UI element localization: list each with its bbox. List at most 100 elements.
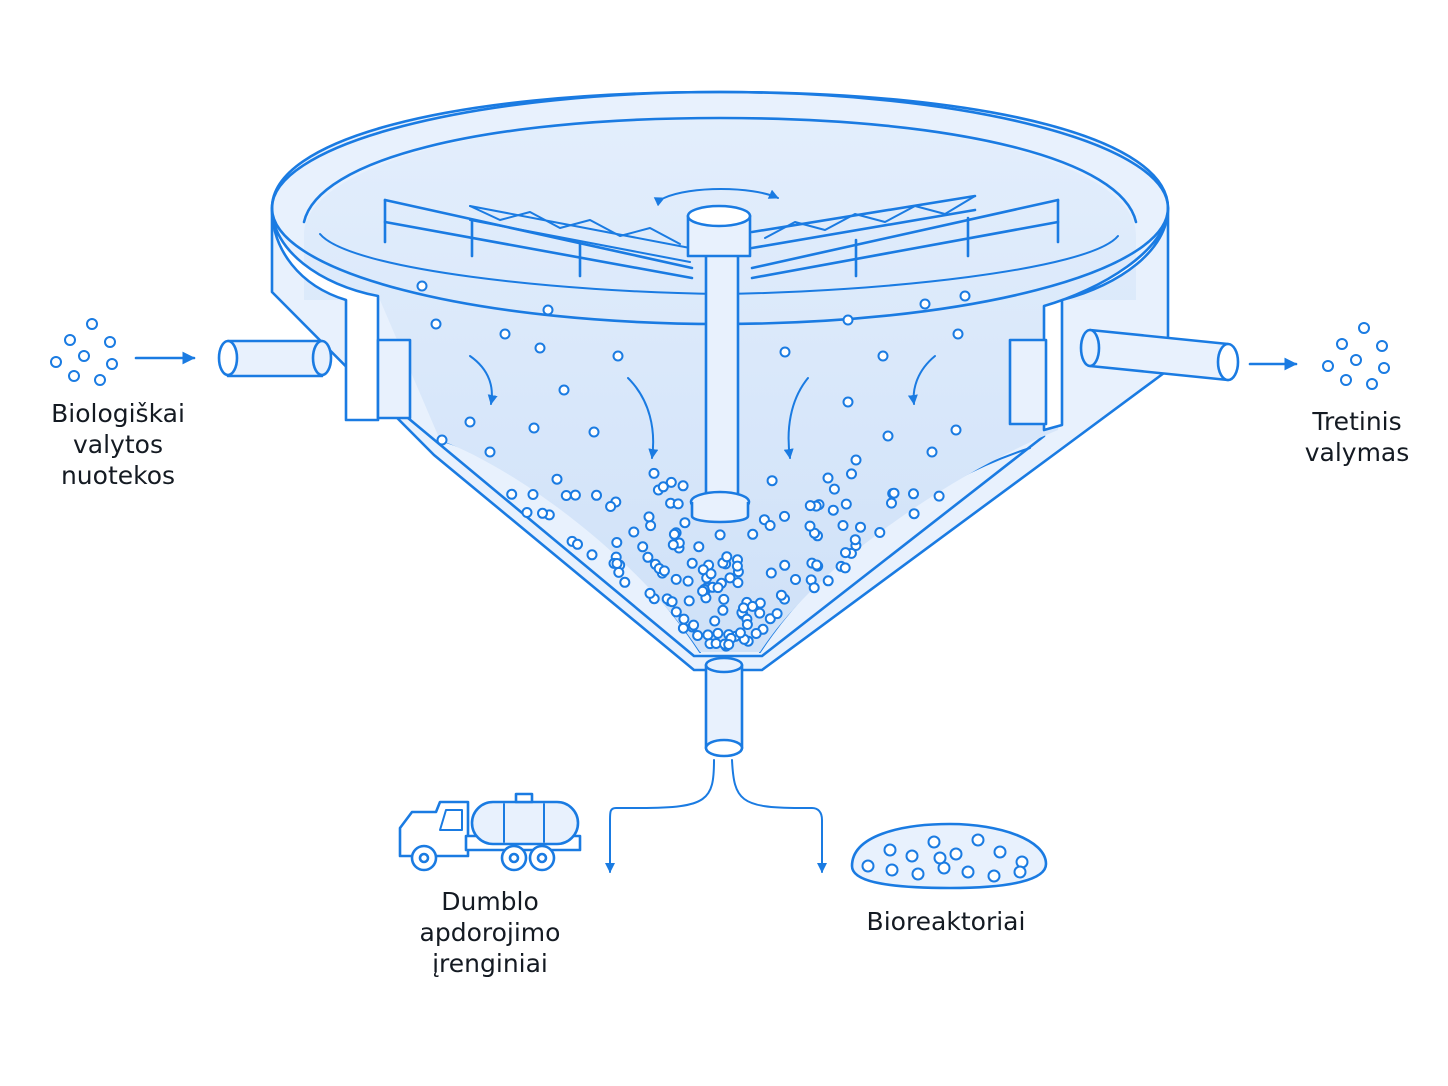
scraper-bridge — [383, 188, 1060, 524]
particle — [764, 520, 776, 531]
particle — [908, 488, 919, 500]
particle — [855, 521, 866, 533]
particle — [682, 575, 694, 587]
inflow-label: Biologiškai valytos nuotekos — [28, 398, 208, 491]
particle — [709, 615, 721, 627]
particle — [693, 541, 705, 553]
particle — [591, 489, 602, 501]
particle — [534, 342, 546, 354]
particle — [949, 847, 963, 861]
particle — [78, 350, 90, 362]
particle — [670, 573, 682, 585]
particle — [521, 507, 533, 518]
inflow-label-line: valytos — [73, 430, 163, 459]
particle — [436, 434, 448, 446]
settling-arrows — [469, 355, 936, 459]
sludge-treatment-label-line: Dumblo — [441, 887, 539, 916]
particle — [1336, 338, 1348, 350]
particle — [697, 585, 709, 597]
particle — [667, 539, 679, 551]
particle — [827, 504, 839, 516]
particle — [1013, 865, 1027, 879]
particle — [588, 426, 600, 438]
particle — [537, 507, 548, 519]
particle — [840, 498, 852, 510]
particle — [828, 483, 840, 495]
particle — [611, 558, 623, 569]
particle — [464, 416, 476, 428]
particle — [527, 489, 539, 500]
particle — [950, 424, 962, 436]
particle — [657, 481, 669, 493]
particle — [569, 489, 581, 501]
particle — [765, 567, 777, 579]
particle — [528, 422, 540, 434]
particle-cluster-icon — [1322, 322, 1390, 390]
particle — [648, 467, 660, 479]
particle — [665, 476, 677, 488]
particle — [645, 520, 657, 532]
particle — [430, 318, 442, 330]
particle-cluster-icon — [50, 318, 118, 386]
particle — [987, 869, 1001, 883]
particle — [702, 629, 714, 641]
particle — [672, 498, 684, 510]
particle — [721, 551, 733, 563]
particle — [754, 607, 766, 619]
particle — [804, 500, 816, 512]
particle — [861, 859, 875, 873]
particle — [883, 843, 897, 857]
particle — [779, 510, 790, 522]
particle — [542, 304, 554, 316]
particle — [692, 630, 704, 641]
particle — [637, 541, 649, 553]
particle — [775, 589, 787, 601]
particle — [933, 490, 945, 502]
particle — [731, 560, 743, 572]
particle — [882, 430, 894, 442]
outflow-label-line: Tretinis — [1312, 407, 1402, 436]
particle — [808, 582, 820, 594]
particle — [68, 370, 80, 382]
particle — [94, 374, 106, 386]
particle — [560, 490, 572, 501]
particle — [718, 593, 730, 605]
particle — [712, 582, 724, 594]
particle — [668, 528, 680, 540]
particle — [666, 596, 678, 608]
particle — [572, 538, 583, 550]
particle — [732, 577, 744, 589]
inflow-label-line: nuotekos — [60, 461, 176, 490]
particle — [64, 334, 76, 346]
particle — [1340, 374, 1352, 386]
particle — [484, 446, 496, 458]
particle — [952, 328, 964, 340]
particle — [586, 549, 598, 561]
particle — [705, 568, 717, 580]
particle — [628, 526, 640, 538]
particle — [658, 565, 670, 577]
particle — [850, 454, 862, 466]
particle — [1358, 322, 1370, 334]
particle — [50, 356, 62, 368]
particle — [717, 604, 729, 616]
particle — [840, 547, 851, 559]
particle — [683, 595, 695, 607]
particle — [874, 527, 886, 538]
particle — [842, 396, 854, 408]
particle — [886, 497, 897, 509]
sludge-split-arrows — [605, 759, 827, 873]
particle — [679, 517, 691, 529]
particle — [1378, 362, 1390, 374]
particle — [926, 446, 938, 458]
particle — [104, 336, 116, 348]
particle — [644, 587, 656, 599]
particle — [106, 358, 118, 370]
particle — [551, 473, 563, 485]
particle — [1322, 360, 1334, 372]
particle — [811, 559, 823, 571]
particle — [86, 318, 98, 330]
outflow-label: Tretinis valymas — [1282, 406, 1432, 468]
particle — [416, 280, 428, 292]
sludge-treatment-label: Dumblo apdorojimo įrenginiai — [400, 886, 580, 979]
